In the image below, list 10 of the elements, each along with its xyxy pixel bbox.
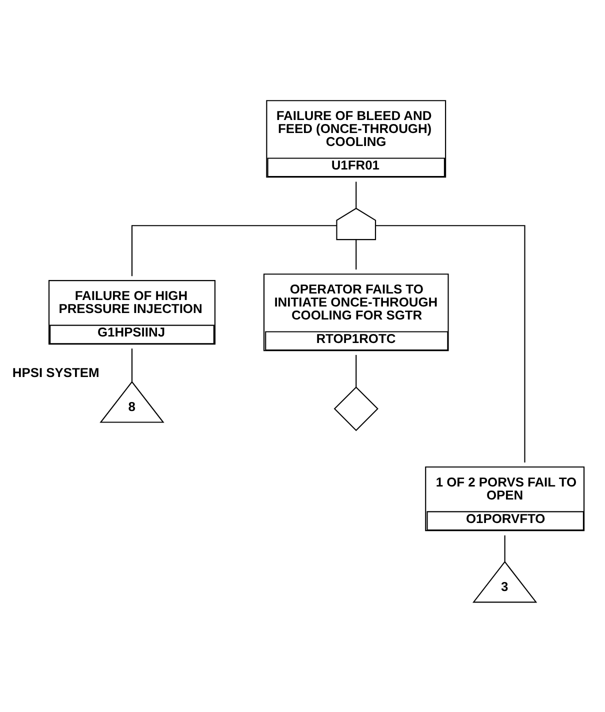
connector [376, 225, 526, 462]
connector [504, 535, 506, 562]
connector [356, 240, 357, 270]
connector [356, 354, 357, 388]
node-diamond [334, 386, 378, 432]
connector [356, 182, 357, 208]
connector [131, 348, 133, 382]
node-gate [336, 208, 376, 240]
node-label: HPSI SYSTEM [12, 365, 100, 380]
connector [131, 225, 337, 276]
